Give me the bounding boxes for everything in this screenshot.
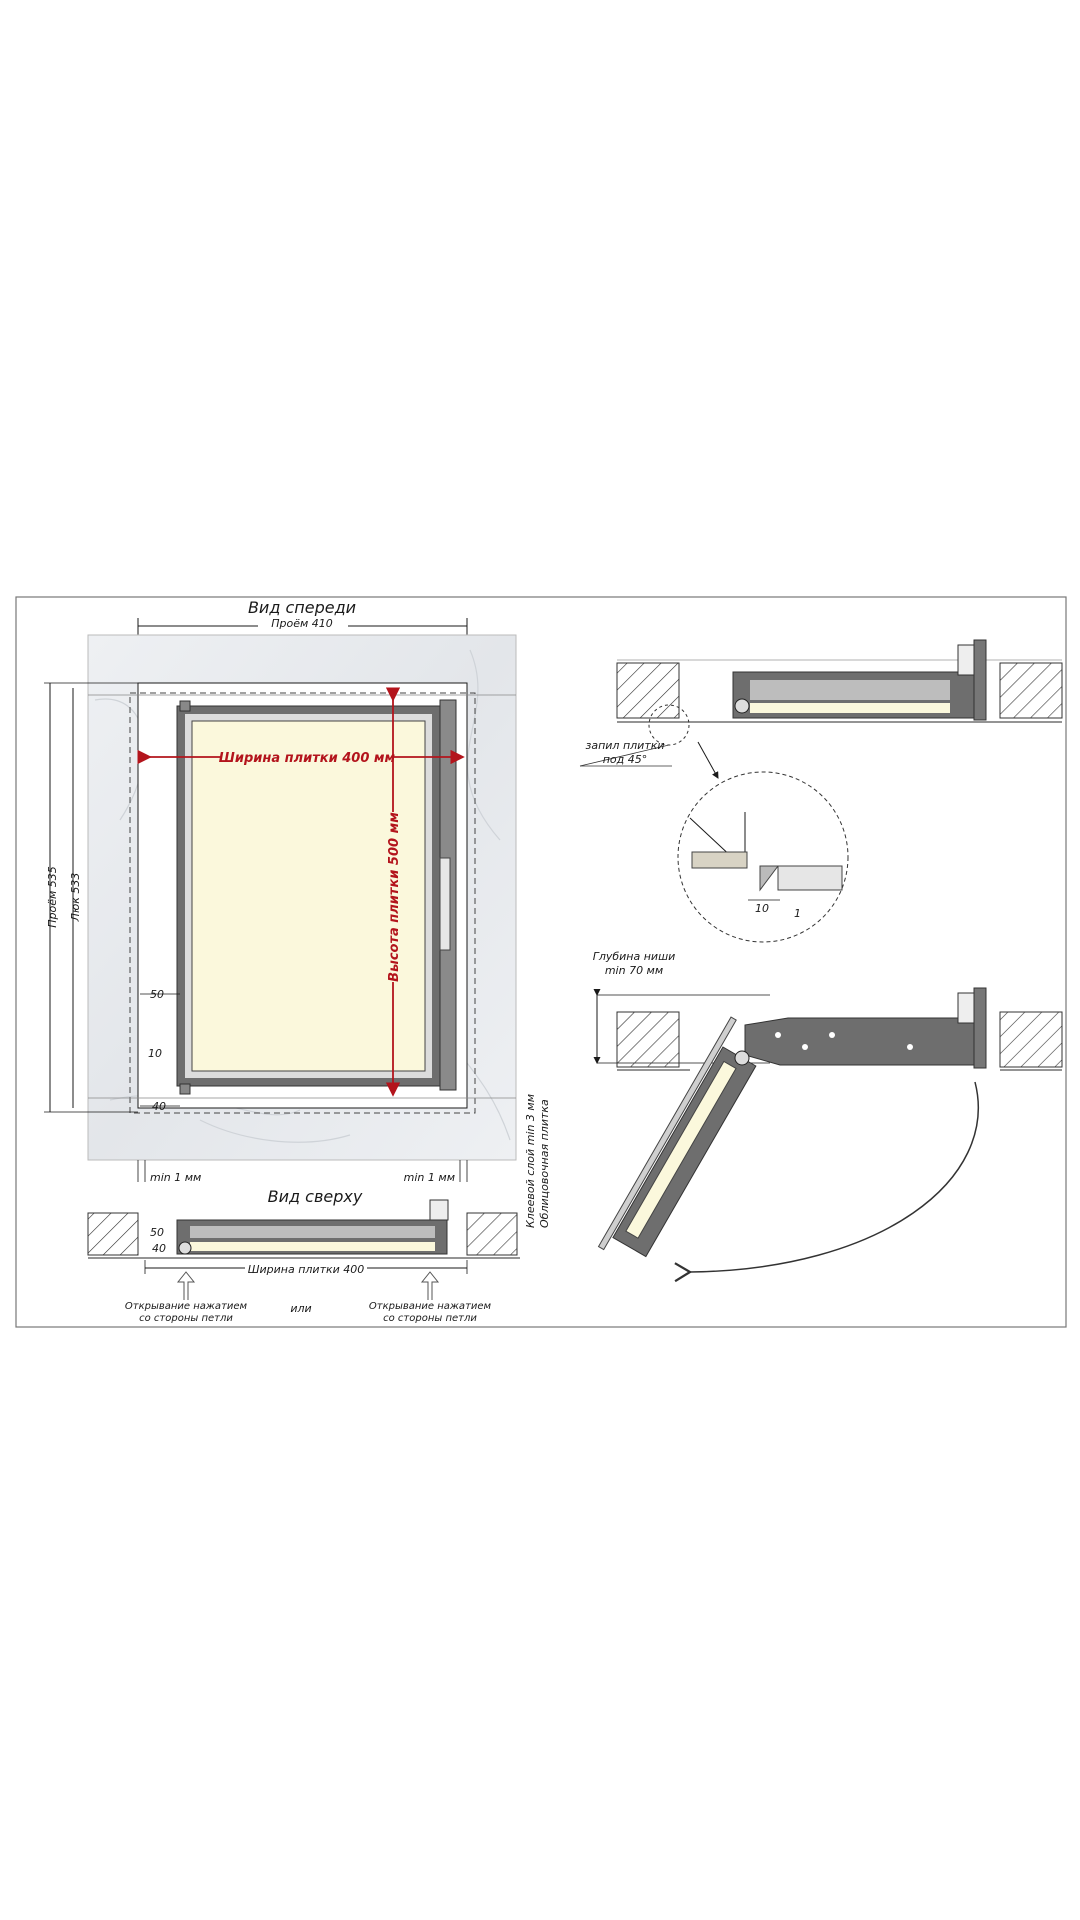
open-left-line1: Открывание нажатием [125, 1301, 248, 1312]
open-right-line1: Открывание нажатием [369, 1301, 492, 1312]
section-view: запил плитки под 45° 10 1 [579, 639, 1063, 943]
detail-dim-10: 10 [755, 902, 769, 915]
open-right-line2: со стороны петли [383, 1313, 477, 1324]
opening-height-label: Проём 535 [46, 866, 59, 928]
hatch-height-label: Люк 533 [69, 873, 82, 923]
detail-circle [677, 771, 849, 943]
detail-dim-1: 1 [794, 907, 801, 920]
drawing-border [15, 596, 1067, 1328]
top-dim-50: 50 [150, 1226, 164, 1239]
push-arrow-right-icon [420, 1271, 440, 1300]
open-view: Глубина ниши min 70 мм [593, 950, 1063, 1283]
top-tile-width-label: Ширина плитки 400 [248, 1263, 365, 1276]
front-dim-40: 40 [152, 1100, 166, 1113]
swing-arrow-icon [674, 1081, 980, 1283]
niche-depth-line2: min 70 мм [605, 964, 663, 977]
top-view-title: Вид сверху [268, 1187, 363, 1206]
hatch-handle [439, 857, 451, 951]
top-view: Вид сверху 50 40 Ширина плитки 400 Откры… [87, 1187, 520, 1324]
min-gap-left: min 1 мм [150, 1171, 201, 1184]
push-arrow-left-icon [176, 1271, 196, 1300]
front-view-title: Вид спереди [248, 598, 356, 617]
facing-tile-label: Облицовочная плитка [538, 1099, 551, 1228]
open-left-line2: со стороны петли [139, 1313, 233, 1324]
opening-width-label: Проём 410 [271, 617, 333, 630]
front-dim-50: 50 [150, 988, 164, 1001]
or-label: или [290, 1302, 311, 1315]
open-hatch-body [744, 1017, 987, 1066]
niche-depth-line1: Глубина ниши [593, 950, 676, 963]
front-view: Вид спереди Проём 410 Ширина плитки 400 … [44, 598, 551, 1228]
tile-width-label: Ширина плитки 400 мм [219, 751, 396, 766]
tile-cut-line2: под 45° [603, 753, 648, 766]
front-dim-10: 10 [148, 1047, 162, 1060]
min-gap-right: min 1 мм [404, 1171, 455, 1184]
tile-cut-line1: запил плитки [585, 739, 664, 752]
tile-height-label: Высота плитки 500 мм [387, 812, 402, 982]
adhesive-layer-label: Клеевой слой min 3 мм [524, 1094, 537, 1228]
top-dim-40: 40 [152, 1242, 166, 1255]
